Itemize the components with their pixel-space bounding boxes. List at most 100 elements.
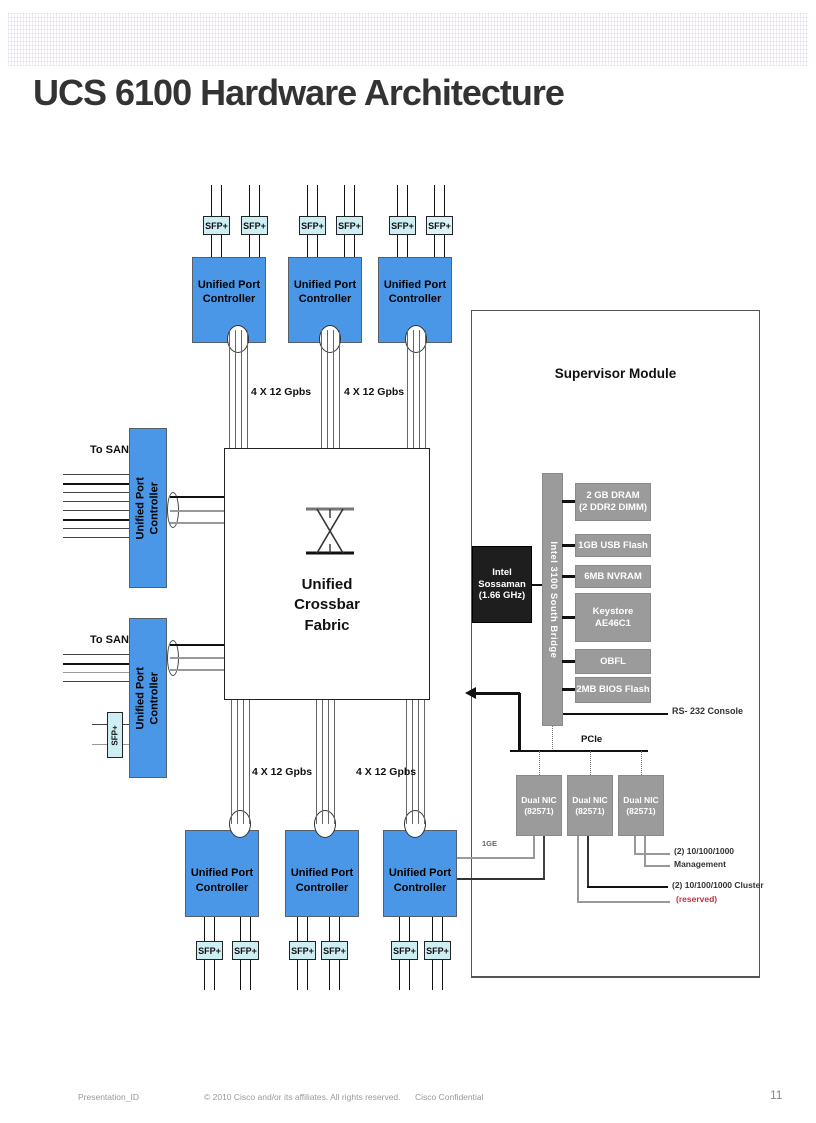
nic-box-3: Dual NIC (82571) [618,775,664,836]
san-wire [63,681,129,682]
sfp-module: SFP+ [289,941,316,960]
upc-label: Controller [298,293,352,305]
nic-line: Dual NIC [521,794,557,805]
sfp-module: SFP+ [336,216,363,235]
port-circle [227,325,249,353]
nic-line: Dual NIC [623,794,659,805]
upc-label: Unified Port [388,867,452,880]
header-texture-band [8,13,808,66]
nic-line: Dual NIC [572,794,608,805]
sfp-module: SFP+ [196,941,223,960]
sfp-label: SFP+ [205,220,228,231]
sfp-label: SFP+ [428,220,451,231]
rs232-wire [563,713,668,715]
san-wire [63,492,129,493]
san-wire [63,672,129,673]
nic-line: (82571) [524,805,554,816]
unified-port-controller-bottom-2: Unified Port Controller [285,830,359,917]
san-wire [63,654,129,655]
upc-label: Unified Port [290,867,354,880]
upc-label: Unified Port [197,278,261,291]
component-usb-flash: 1GB USB Flash [575,534,651,557]
cable-wire [170,522,224,524]
wire [533,836,535,858]
cable-wire [327,330,328,448]
san-wire [63,519,129,521]
port-circle [405,325,427,353]
sfp-label: SFP+ [323,945,346,956]
upc-label: Controller [202,293,256,305]
component-line: OBFL [600,655,626,667]
wire [457,857,535,859]
component-dram: 2 GB DRAM (2 DDR2 DIMM) [575,483,651,521]
page-title: UCS 6100 Hardware Architecture [33,72,565,113]
upc-label: Controller [295,881,349,894]
unified-port-controller-bottom-3: Unified Port Controller [383,830,457,917]
cable-wire [241,330,242,448]
cable-wire [235,330,236,448]
wire [562,575,575,578]
sfp-label: SFP+ [393,945,416,956]
port-circle [314,810,336,838]
sfp-label: SFP+ [291,945,314,956]
cable-wire [339,330,340,448]
cable-wire [321,330,322,448]
crossbar-fabric-box [224,448,430,700]
south-bridge-label: Intel 3100 South Bridge [547,540,559,659]
component-nvram: 6MB NVRAM [575,565,651,588]
supervisor-module-box [471,310,760,978]
san-wire [63,537,129,538]
cable-wire [322,700,323,824]
cable-wire [413,330,414,448]
wire [641,751,642,775]
eobc-wire [476,692,520,695]
to-san-label: To SAN [90,634,129,646]
cpu-line: Sossaman [478,578,526,590]
sfp-module: SFP+ [391,941,418,960]
sfp-module: SFP+ [426,216,453,235]
cable-wire [170,496,224,498]
bandwidth-label: 4 X 12 Gpbs [344,386,405,398]
unified-port-controller-left-1: Unified Port Controller [129,428,167,588]
unified-port-controller-left-2: Unified Port Controller [129,618,167,778]
component-line: 2MB BIOS Flash [576,684,650,696]
sfp-label: SFP+ [301,220,324,231]
wire [543,836,545,880]
cable-wire [243,700,244,824]
page-number: 11 [770,1088,783,1102]
sfp-label: SFP+ [110,724,120,746]
component-keystore: Keystore AE46C1 [575,593,651,642]
sfp-label: SFP+ [234,945,257,956]
cable-wire [229,330,230,448]
wire [532,584,542,586]
cable-wire [333,330,334,448]
san-wire [63,483,129,485]
upc-label: Controller [195,881,249,894]
eobc-wire [518,693,521,751]
wire [634,853,670,855]
cable-wire [170,669,224,671]
upc-label: Unified Port Controller [134,666,161,730]
cable-wire [406,700,407,824]
pcie-riser [552,726,553,751]
wire [644,836,646,866]
sfp-label: SFP+ [338,220,361,231]
pcie-bus [510,750,648,752]
south-bridge-bar: Intel 3100 South Bridge [542,473,563,726]
san-wire [63,528,129,529]
component-line: 1GB USB Flash [578,539,648,551]
wire [634,836,636,854]
sfp-module: SFP+ [321,941,348,960]
sfp-module: SFP+ [203,216,230,235]
upc-label: Controller [393,881,447,894]
cable-wire [170,644,224,646]
cable-wire [419,330,420,448]
cable-wire [170,657,224,659]
sfp-label: SFP+ [391,220,414,231]
nic-box-2: Dual NIC (82571) [567,775,613,836]
ge-label: 1GE [482,839,498,848]
sfp-label: SFP+ [198,945,221,956]
unified-port-controller-bottom-1: Unified Port Controller [185,830,259,917]
footer-presentation-id: Presentation_ID [78,1092,139,1102]
